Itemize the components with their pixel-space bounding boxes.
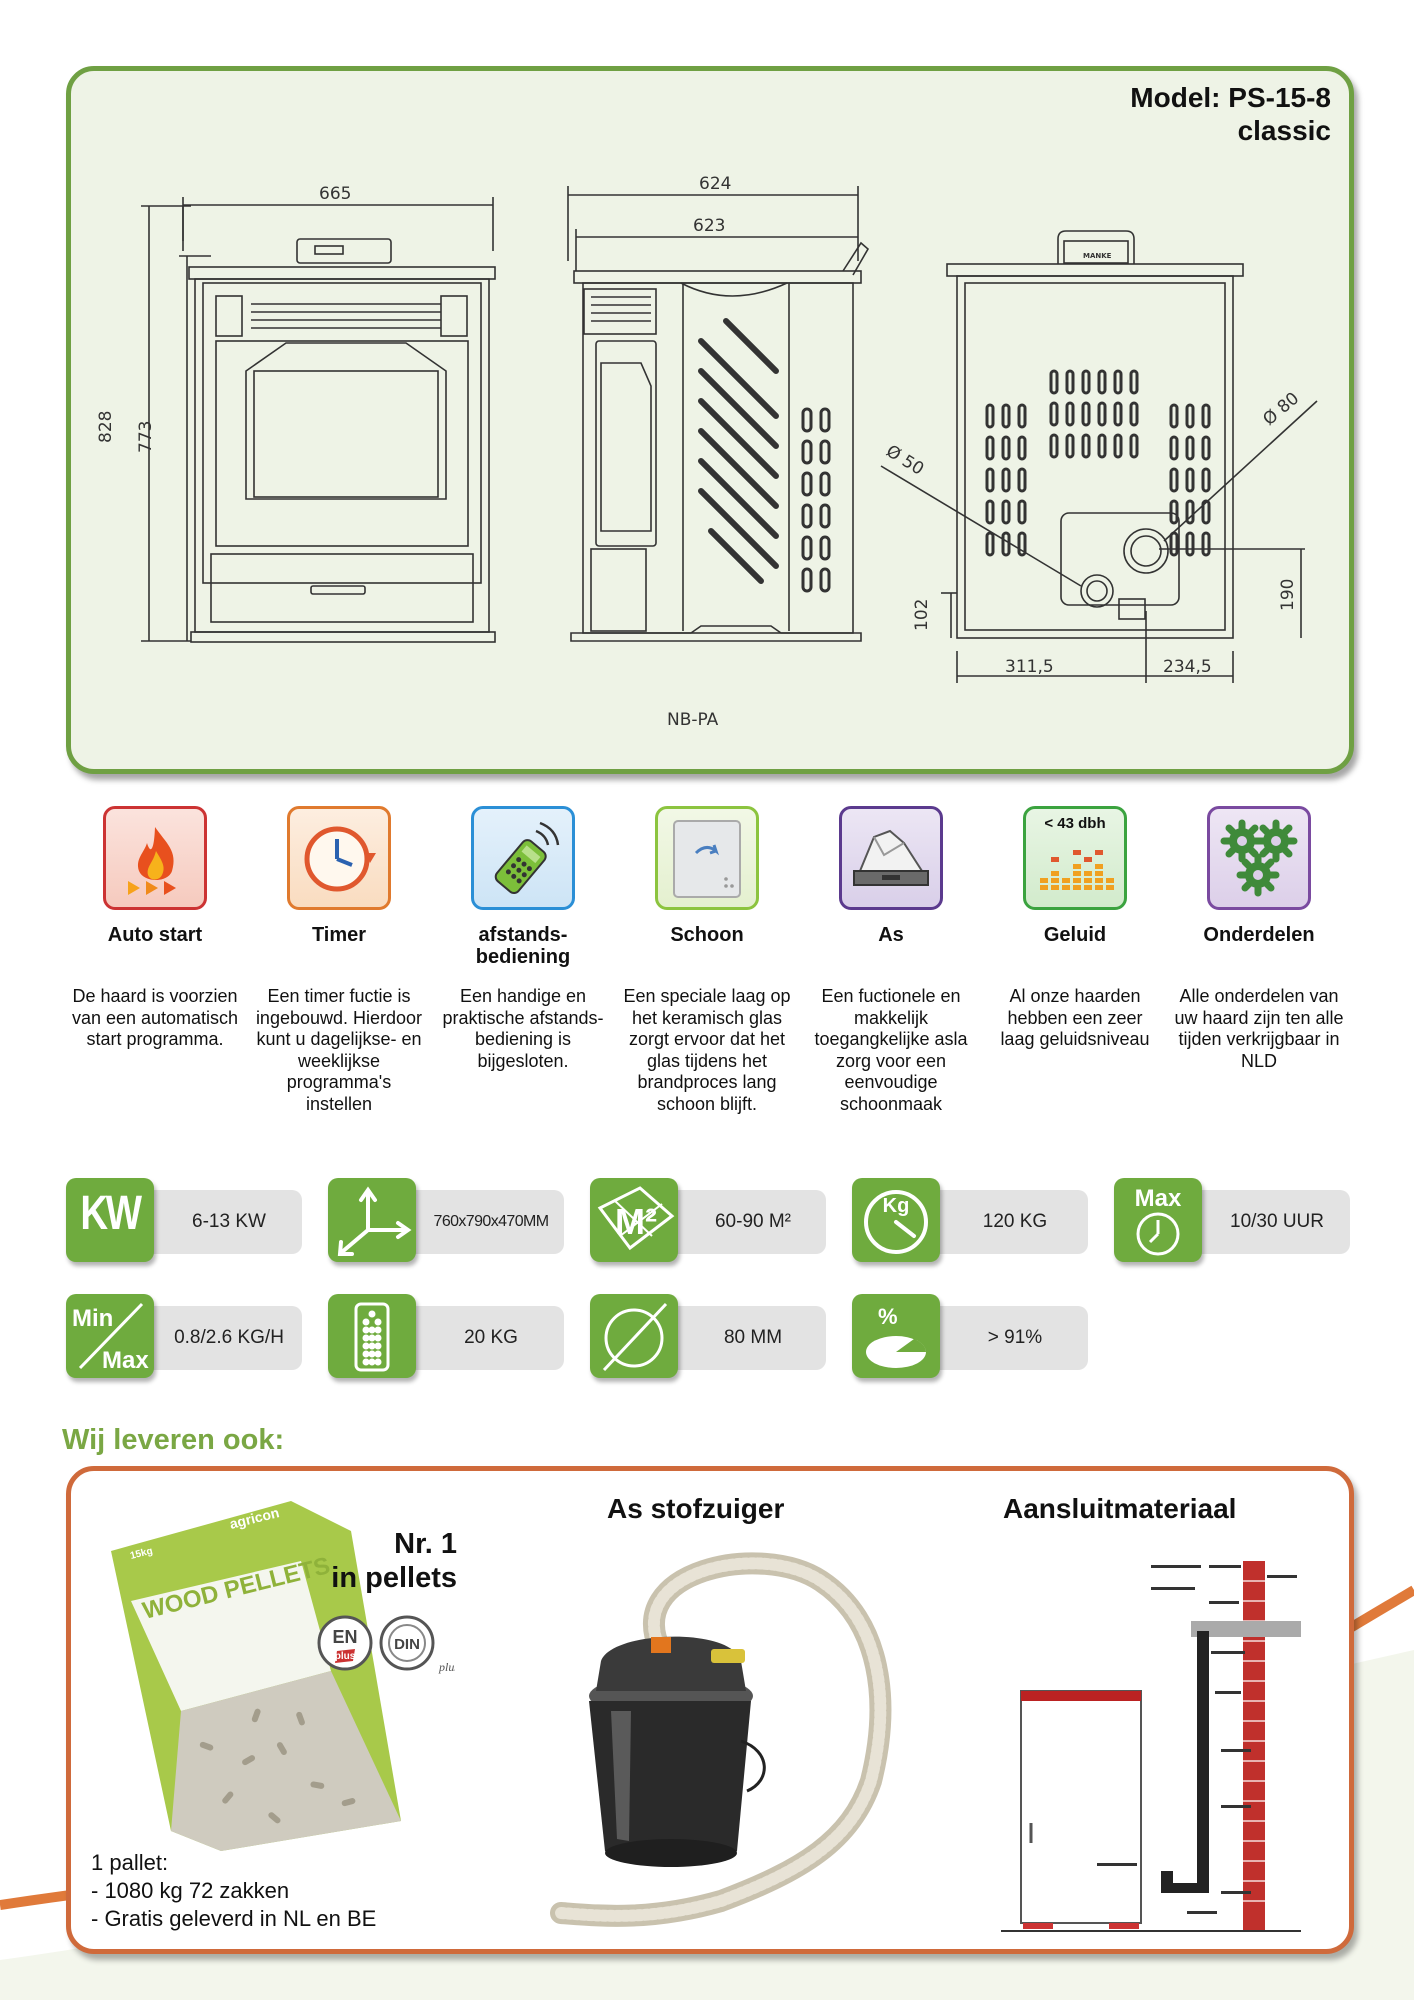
- spec-consumption: Min Max 0.8/2.6 KG/H: [66, 1294, 302, 1378]
- svg-text:plus: plus: [438, 1660, 455, 1674]
- gears-icon: [1207, 806, 1311, 910]
- also-supply-heading: Wij leveren ook:: [62, 1424, 285, 1456]
- side-view-drawing: [567, 186, 870, 642]
- svg-text:%: %: [878, 1304, 898, 1329]
- svg-text:M²: M²: [615, 1201, 657, 1242]
- feature-title: afstands-bediening: [475, 924, 571, 968]
- spec-value: 60-90 M²: [714, 1211, 792, 1232]
- dim-width-side-inner: 623: [693, 216, 725, 236]
- svg-text:Max: Max: [102, 1347, 149, 1374]
- ash-vacuum-image: [550, 1552, 892, 1927]
- model-title: Model: PS-15-8 classic: [1130, 81, 1331, 147]
- feature-title: Geluid: [1043, 924, 1107, 946]
- pallet-info: 1 pallet: - 1080 kg 72 zakken - Gratis g…: [91, 1850, 377, 1931]
- efficiency-pie-icon: %: [852, 1294, 940, 1378]
- feature-description: Alle onderdelen van uw haard zijn ten al…: [1174, 986, 1344, 1071]
- feature-clean: Schoon Een speciale laag op het keramisc…: [622, 806, 792, 1115]
- spec-burn-time: Max 10/30 UUR: [1114, 1178, 1350, 1262]
- rear-view-drawing: [880, 230, 1318, 683]
- feature-auto-start: Auto start De haard is voorzien van een …: [70, 806, 240, 1051]
- clock-icon: [287, 806, 391, 910]
- feature-description: Een handige en praktische afstands-bedie…: [442, 986, 604, 1071]
- connection-material-diagram: [1001, 1561, 1301, 1932]
- dim-diameter-80: Ø 80: [1259, 389, 1303, 430]
- svg-text:Kg: Kg: [883, 1195, 910, 1217]
- dim-width-234: 234,5: [1163, 657, 1212, 677]
- dim-width-side-outer: 624: [699, 174, 731, 194]
- drawing-caption: NB-PA: [667, 710, 719, 730]
- feature-description: De haard is voorzien van een automatisch…: [71, 986, 239, 1049]
- weight-kg-icon: Kg: [852, 1178, 940, 1262]
- feature-title: As: [878, 924, 904, 946]
- feature-title: Auto start: [107, 924, 203, 946]
- sound-level-icon: < 43 dbh: [1023, 806, 1127, 910]
- svg-text:Min: Min: [72, 1305, 113, 1332]
- model-name: Model: PS-15-8: [1130, 82, 1331, 113]
- area-m2-icon: M²: [590, 1178, 678, 1262]
- feature-title: Onderdelen: [1203, 924, 1315, 946]
- spec-value: 6-13 KW: [192, 1211, 266, 1232]
- feature-remote: afstands-bediening Een handige en prakti…: [438, 806, 608, 1072]
- dimensions-axes-icon: [328, 1178, 416, 1262]
- flame-play-icon: [103, 806, 207, 910]
- svg-text:Max: Max: [1135, 1185, 1182, 1212]
- handle-label: MANKE: [1083, 252, 1112, 260]
- spec-area: M² 60-90 M²: [590, 1178, 826, 1262]
- certification-logos: EN plus plus DIN plus: [317, 1615, 455, 1674]
- pellets-title: Nr. 1 in pellets: [331, 1528, 457, 1594]
- feature-description: Een timer fuctie is ingebouwd. Hierdoor …: [255, 986, 423, 1114]
- spec-diameter: 80 MM: [590, 1294, 826, 1378]
- spec-value: 0.8/2.6 KG/H: [174, 1327, 284, 1348]
- ash-tray-icon: [839, 806, 943, 910]
- sound-level-label: < 43 dbh: [1044, 815, 1106, 832]
- spec-value: 760x790x470MM: [433, 1213, 550, 1230]
- feature-description: Een speciale laag op het keramisch glas …: [623, 986, 791, 1114]
- spec-efficiency: % > 91%: [852, 1294, 1088, 1378]
- diameter-icon: [590, 1294, 678, 1378]
- stove-drawings: 665 624 623 828 773 Ø 50 Ø 80 102 190 31…: [96, 174, 1318, 730]
- dim-width-311: 311,5: [1005, 657, 1054, 677]
- din-plus-logo: DIN: [394, 1636, 420, 1653]
- pellet-tank-icon: [328, 1294, 416, 1378]
- kw-icon: KW: [66, 1178, 154, 1262]
- ash-vacuum-title: As stofzuiger: [607, 1493, 785, 1524]
- technical-drawing-panel: Model: PS-15-8 classic: [66, 66, 1354, 774]
- spec-weight: Kg 120 KG: [852, 1178, 1088, 1262]
- feature-title: Timer: [311, 924, 367, 946]
- dim-height-total: 828: [96, 411, 116, 443]
- dim-height-190: 190: [1278, 579, 1298, 611]
- spec-value: 20 KG: [464, 1327, 518, 1348]
- min-max-consumption-icon: Min Max: [66, 1294, 154, 1378]
- accessories-panel: agricon 15kg WOOD PELLETS Nr. 1 in pelle…: [66, 1466, 1354, 1954]
- feature-title: Schoon: [670, 924, 744, 946]
- feature-timer: Timer Een timer fuctie is ingebouwd. Hie…: [254, 806, 424, 1115]
- spec-dimensions: 760x790x470MM: [328, 1178, 564, 1262]
- max-time-icon: Max: [1114, 1178, 1202, 1262]
- dim-height-body: 773: [136, 421, 156, 453]
- glass-pane-icon: [655, 806, 759, 910]
- bag-size: 15kg: [129, 1546, 154, 1562]
- remote-control-icon: [471, 806, 575, 910]
- en-plus-logo: EN: [332, 1627, 357, 1647]
- dim-height-102: 102: [912, 599, 932, 631]
- dim-diameter-50: Ø 50: [882, 441, 927, 479]
- model-variant: classic: [1237, 115, 1331, 146]
- feature-sound: < 43 dbh Geluid Al onze haarden hebben e…: [990, 806, 1160, 1051]
- connection-material-title: Aansluitmateriaal: [1003, 1493, 1237, 1524]
- spec-value: 80 MM: [723, 1327, 783, 1348]
- wood-pellets-bag-image: agricon 15kg WOOD PELLETS: [111, 1501, 401, 1851]
- spec-value: 120 KG: [982, 1211, 1048, 1232]
- svg-text:plus: plus: [335, 1651, 356, 1662]
- front-view-drawing: [141, 197, 496, 643]
- spec-power: KW 6-13 KW: [66, 1178, 302, 1262]
- feature-description: Een fuctionele en makkelijk toegangkelij…: [814, 986, 968, 1114]
- spec-value: > 91%: [987, 1327, 1043, 1348]
- dim-width-front: 665: [319, 184, 351, 204]
- feature-ash: As Een fuctionele en makkelijk toegangke…: [806, 806, 976, 1115]
- spec-value: 10/30 UUR: [1230, 1211, 1324, 1232]
- feature-parts: Onderdelen Alle onderdelen van uw haard …: [1174, 806, 1344, 1072]
- feature-description: Al onze haarden hebben een zeer laag gel…: [1000, 986, 1150, 1049]
- spec-tank: 20 KG: [328, 1294, 564, 1378]
